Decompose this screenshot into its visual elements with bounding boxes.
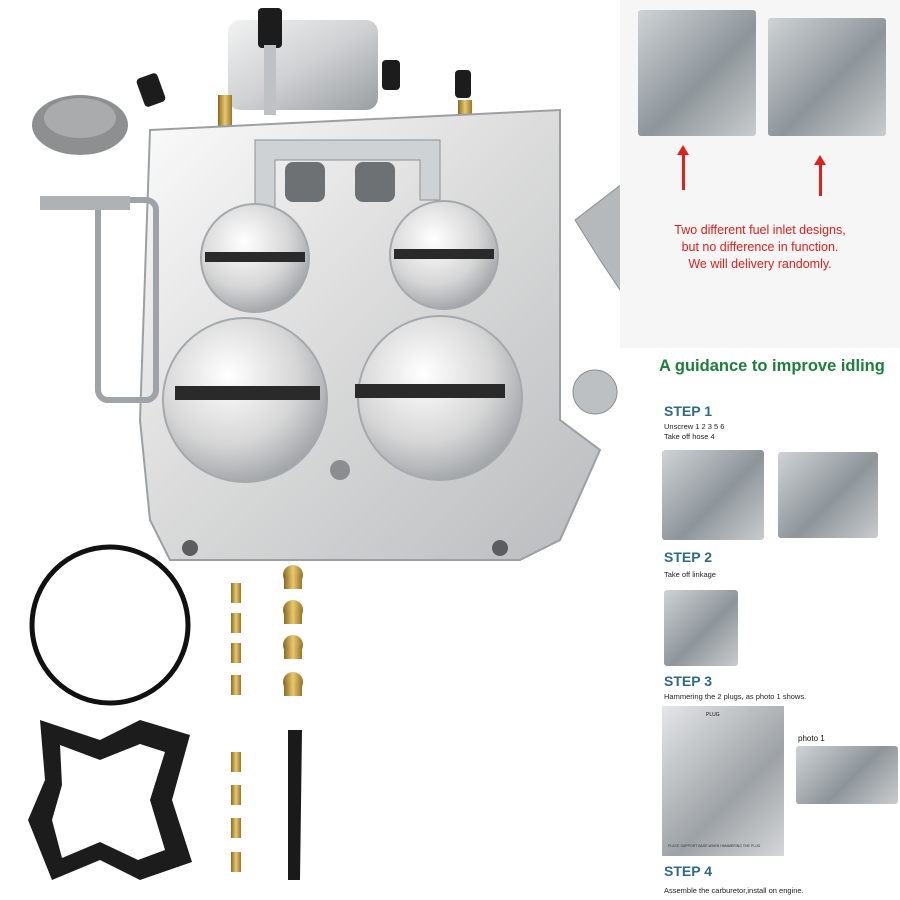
carb-photo-standard-inlet [768,18,886,136]
step1-text: Unscrew 1 2 3 5 6 Take off hose 4 [664,422,724,442]
arrow-right-icon [819,160,822,196]
step3-photo: PLUG PLACE SUPPORT BASE WHEN HAMMERING T… [662,706,784,856]
inlet-note-line3: We will delivery randomly. [688,257,832,271]
metering-jets-large [283,565,303,696]
inlet-note-line2: but no difference in function. [681,240,839,254]
inlet-designs-inset [620,0,900,348]
step4-text: Assemble the carburetor,install on engin… [664,886,804,895]
step1-line1: Unscrew 1 2 3 5 6 [664,422,725,431]
arrow-left-icon [682,150,685,190]
inlet-note: Two different fuel inlet designs, but no… [640,222,880,273]
inlet-note-line1: Two different fuel inlet designs, [674,223,846,237]
step1-photo-a [662,450,764,540]
step2-title: STEP 2 [664,549,712,565]
step2-photo [664,590,738,666]
throttle-spring [572,369,618,415]
guide-title: A guidance to improve idling [659,357,885,375]
step3-text: Hammering the 2 plugs, as photo 1 shows. [664,692,807,701]
photo1-label: photo 1 [798,734,825,743]
step1-line2: Take off hose 4 [664,432,715,441]
support-caption: PLACE SUPPORT BASE WHEN HAMMERING THE PL… [668,844,761,848]
vacuum-hose [288,730,302,880]
step1-photo-b [778,452,878,538]
photo1-image [796,746,898,804]
vacuum-cap [258,8,282,48]
metering-jets-small [231,583,241,872]
o-ring [29,544,191,706]
carburetor [32,8,691,561]
step2-text: Take off linkage [664,570,716,579]
step4-title: STEP 4 [664,863,712,879]
step3-title: STEP 3 [664,673,712,689]
brass-fitting [218,95,232,133]
plug-label: PLUG [706,712,720,718]
step1-title: STEP 1 [664,403,712,419]
carb-photo-brass-inlet [638,10,756,136]
choke-housing [228,20,378,110]
